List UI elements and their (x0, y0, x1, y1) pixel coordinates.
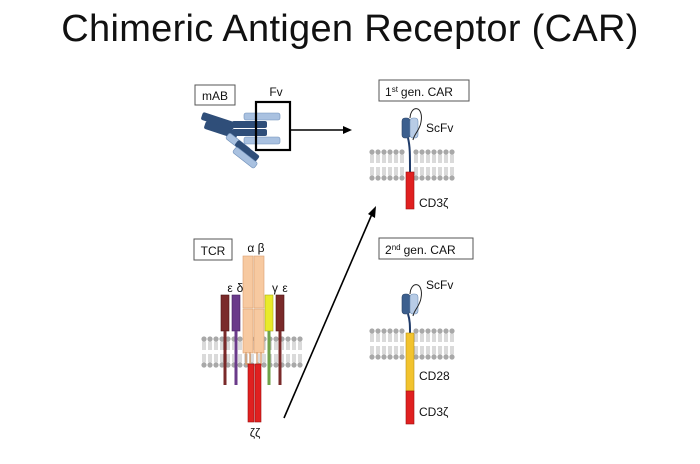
tcr-delta-chain (231, 294, 241, 385)
mab-label-box (194, 84, 236, 106)
tcr-epsilon-right-label: ε (282, 281, 288, 295)
page-title: Chimeric Antigen Receptor (CAR) (61, 8, 639, 50)
tcr-epsilon-right-chain (275, 294, 285, 385)
car2-cd3z-label: CD3ζ (419, 405, 449, 419)
tcr-zeta-label: ζζ (250, 426, 261, 440)
car1-scfv-label: ScFv (426, 121, 453, 135)
tcr-gamma-label: γ (272, 281, 278, 295)
car2-scfv-icon (401, 284, 422, 334)
fv-label: Fv (269, 85, 282, 99)
tcr-epsilon-left-label: ε (227, 281, 233, 295)
tcr-epsilon-left-chain (220, 294, 230, 385)
arrow-to-car1 (290, 126, 352, 134)
tcr-label-box (193, 238, 233, 261)
antibody-icon (201, 112, 281, 169)
car1-cd3z-domain (405, 171, 415, 210)
car2-cd28-label: CD28 (419, 369, 450, 383)
fv-highlight-box (254, 100, 292, 152)
car2-scfv-label: ScFv (426, 278, 453, 292)
car2-cd3z-domain (405, 390, 415, 425)
tcr-group: TCR (193, 206, 376, 440)
car2-cd28-domain (405, 332, 415, 392)
tcr-zeta-chains (247, 363, 262, 423)
arrow-tcr-to-car1 (283, 206, 376, 419)
car1-label-box (378, 79, 470, 102)
car2-label-box (378, 237, 474, 260)
car1-cd3z-label: CD3ζ (419, 196, 449, 210)
tcr-delta-label: δ (237, 281, 244, 295)
mab-group: mAB Fv (194, 84, 352, 169)
tcr-alpha-beta-label: α β (247, 241, 264, 255)
tcr-gamma-chain (264, 294, 274, 385)
tcr-label: TCR (201, 244, 226, 258)
mab-label: mAB (202, 89, 228, 103)
car1-scfv-icon (401, 108, 422, 173)
